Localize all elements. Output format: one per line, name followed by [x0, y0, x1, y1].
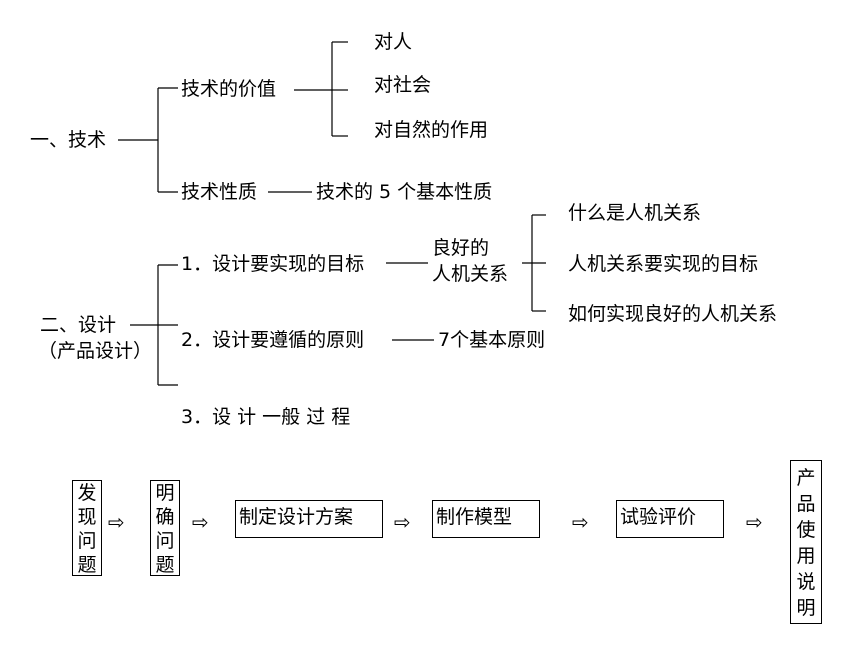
- process-step-text: 试验评价: [620, 506, 697, 528]
- process-arrow: ⇨: [572, 510, 589, 534]
- section1-label: 一、技术: [30, 129, 107, 151]
- goal-target-line1: 良好的: [432, 237, 490, 259]
- process-arrow: ⇨: [746, 510, 763, 534]
- process-step-text: 发现问题: [77, 482, 97, 576]
- hmi-item: 什么是人机关系: [568, 202, 702, 224]
- process-arrow: ⇨: [192, 510, 209, 534]
- process-step-model: 制作模型: [432, 500, 540, 538]
- principles-detail: 7个基本原则: [438, 329, 546, 351]
- value-item: 对人: [374, 31, 413, 53]
- hmi-item: 人机关系要实现的目标: [568, 253, 759, 275]
- process-step-manual: 产品使用说明: [790, 460, 822, 624]
- process-step-evaluate: 试验评价: [616, 500, 724, 538]
- tech-nature-label: 技术性质: [181, 181, 258, 203]
- tech-nature-detail: 技术的 5 个基本性质: [316, 181, 493, 203]
- process-arrow: ⇨: [108, 510, 125, 534]
- process-step-text: 制作模型: [436, 506, 513, 528]
- design-goal-label: 1．设计要实现的目标: [181, 253, 365, 275]
- process-step-define: 明确问题: [150, 480, 180, 576]
- hmi-item: 如何实现良好的人机关系: [568, 303, 778, 325]
- process-arrow: ⇨: [394, 510, 411, 534]
- value-item: 对社会: [374, 74, 432, 96]
- design-process-label: 3．设 计 一般 过 程: [181, 406, 351, 428]
- process-step-discover: 发现问题: [72, 480, 102, 576]
- process-step-plan: 制定设计方案: [235, 500, 383, 538]
- goal-target-line2: 人机关系: [432, 263, 509, 285]
- process-step-text: 产品使用说明: [796, 467, 816, 619]
- tech-value-label: 技术的价值: [181, 78, 277, 100]
- section2-label: 二、设计: [40, 314, 117, 336]
- section2-sublabel: （产品设计）: [38, 340, 153, 362]
- design-principles-label: 2．设计要遵循的原则: [181, 329, 365, 351]
- process-step-text: 制定设计方案: [239, 506, 354, 528]
- value-item: 对自然的作用: [374, 119, 489, 141]
- process-step-text: 明确问题: [155, 482, 175, 576]
